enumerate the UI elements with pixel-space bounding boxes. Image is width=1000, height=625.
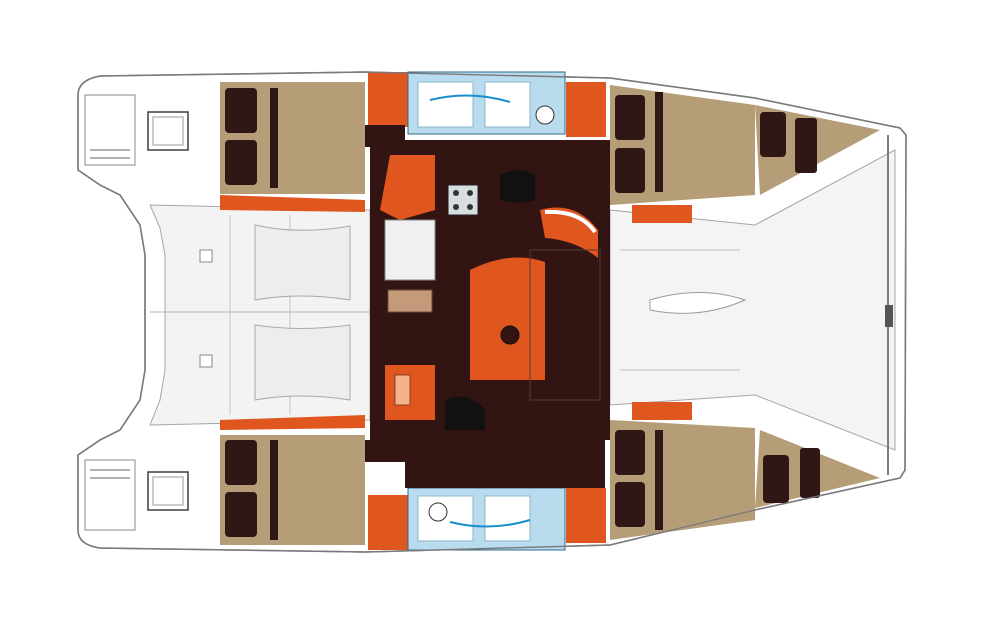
starboard-passage (405, 440, 605, 488)
head-locker-2 (566, 488, 606, 543)
shower (417, 495, 474, 542)
bed-divider (270, 440, 278, 540)
saloon-window-curve (544, 209, 597, 234)
pillow (225, 88, 257, 133)
pillow (225, 140, 257, 185)
bow-locker-starboard (755, 430, 880, 508)
pillow (615, 482, 645, 527)
galley (380, 155, 535, 313)
transom-steps-starboard (84, 459, 189, 531)
cockpit-bench-starboard (254, 324, 351, 401)
head-starboard (365, 440, 606, 551)
cockpit-hatch-1 (199, 249, 213, 263)
vanity (484, 81, 531, 128)
cabin-step (632, 205, 692, 223)
cabin-aft-port (220, 82, 365, 212)
galley-counter-top (380, 155, 435, 220)
saloon-table-icon (500, 325, 520, 345)
bed-divider (270, 88, 278, 188)
head-port (365, 71, 606, 147)
windlass-icon (885, 305, 893, 327)
chart-table-stool (445, 396, 485, 430)
pillow (225, 440, 257, 485)
locker-dark (795, 118, 817, 173)
locker-dark (800, 448, 820, 498)
plumbing-line (429, 94, 511, 103)
stove-icon (447, 184, 479, 216)
shower (417, 81, 474, 128)
head-locker (368, 495, 410, 550)
cabin-step (220, 415, 365, 430)
pillow (615, 430, 645, 475)
companionway (365, 440, 405, 462)
galley-counter (387, 289, 433, 313)
plumbing-line (449, 519, 531, 528)
cabin-step (632, 402, 692, 420)
cockpit-hatch-2 (199, 354, 213, 368)
pillow (615, 148, 645, 193)
cabin-fwd-starboard (610, 402, 755, 540)
forward-hatch-shape (649, 292, 747, 314)
vanity (484, 495, 531, 542)
toilet-icon (535, 105, 555, 125)
chart-table-seat (394, 374, 411, 406)
bed-fwd-port (610, 85, 755, 205)
locker-dark (763, 455, 789, 503)
bow-locker-port (755, 105, 880, 195)
cabin-fwd-port (610, 85, 755, 223)
port-hull (220, 71, 880, 223)
head-locker (368, 72, 410, 127)
pillow (615, 95, 645, 140)
hull-outline-stroke (77, 71, 907, 553)
pillow (225, 492, 257, 537)
bed-fwd-starboard (610, 420, 755, 540)
cabin-aft-starboard (220, 415, 365, 545)
bed-divider (655, 430, 663, 530)
bow-locker-floor (755, 105, 880, 195)
transom-steps-port (84, 94, 189, 166)
companionway (365, 125, 405, 147)
saloon-lounge-outline (529, 249, 601, 401)
chart-table (385, 365, 485, 430)
galley-worktop (384, 219, 436, 281)
starboard-hull (220, 402, 880, 551)
bed-divider (655, 92, 663, 192)
locker-dark (760, 112, 786, 157)
cockpit-bench-port (254, 224, 351, 301)
saloon-seat (470, 257, 545, 380)
cabin-step (220, 195, 365, 212)
toilet-icon (428, 502, 448, 522)
head-locker-2 (566, 82, 606, 137)
helm-seat (500, 170, 535, 203)
